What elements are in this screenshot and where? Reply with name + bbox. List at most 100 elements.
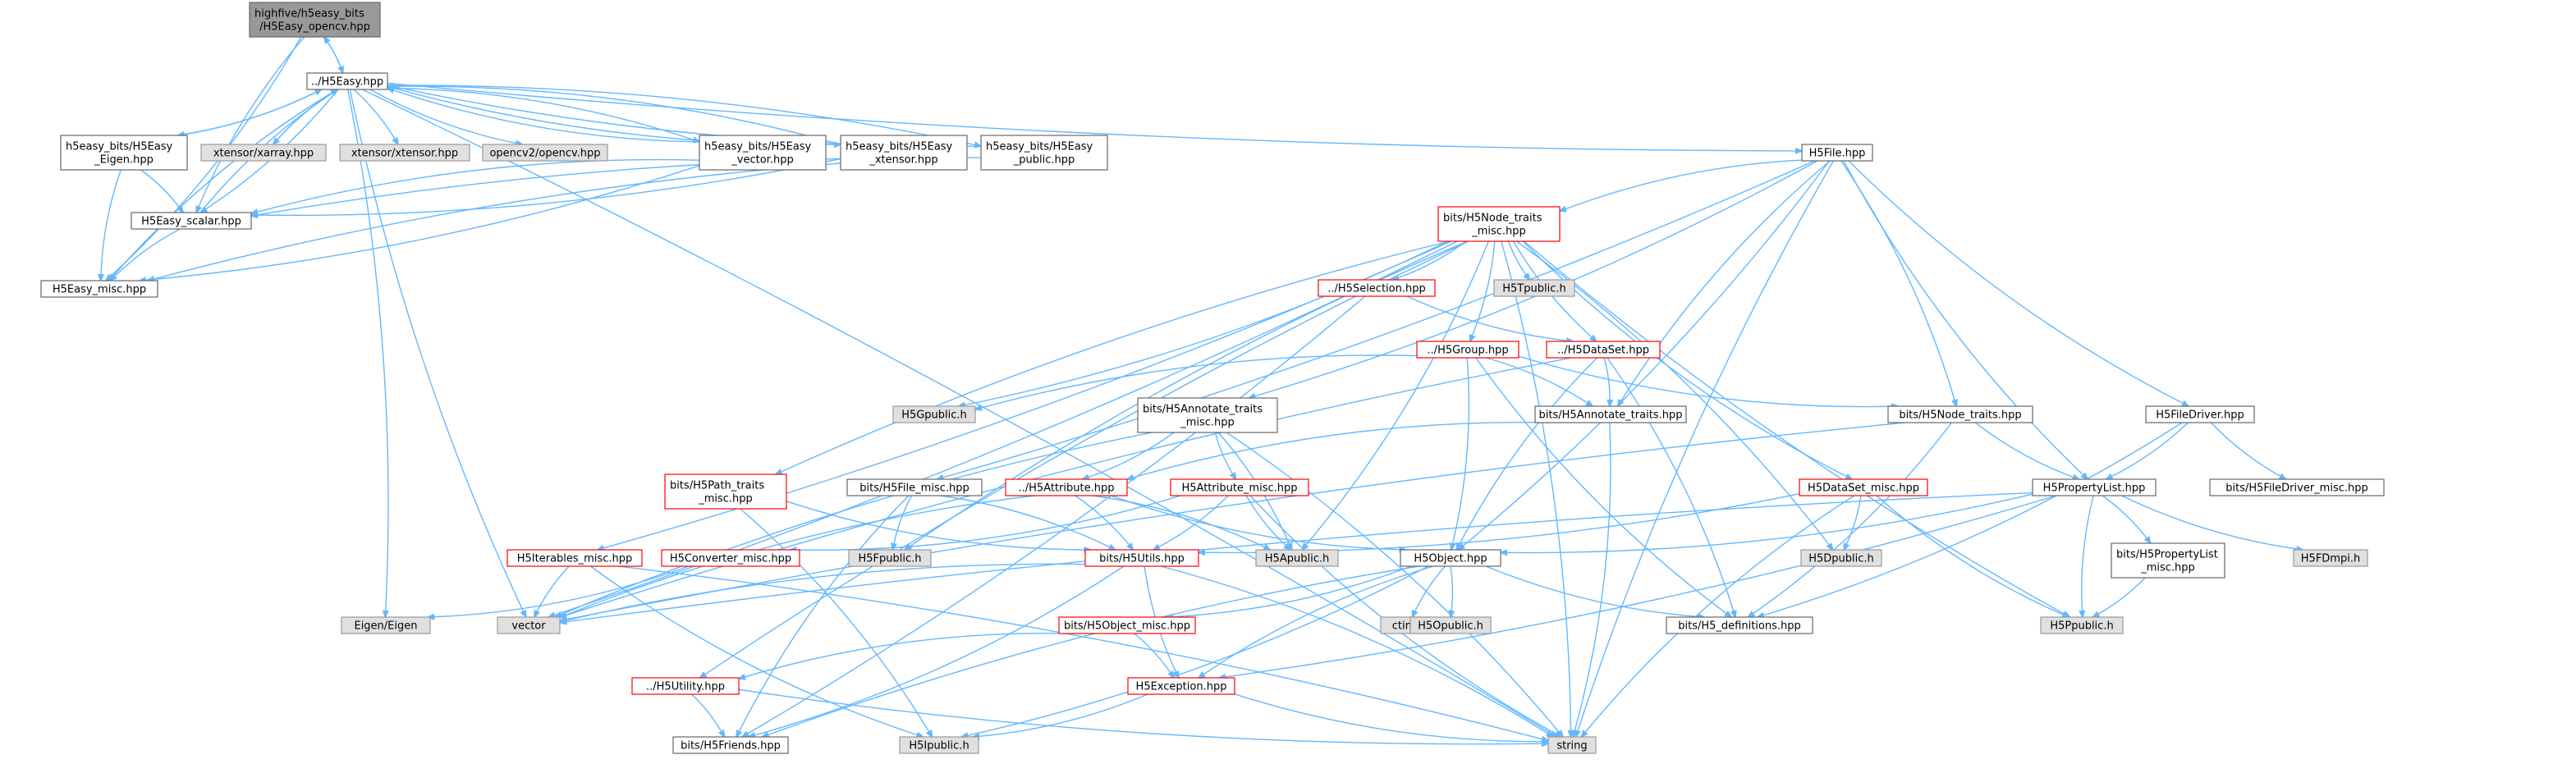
node-attribute-misc[interactable]: H5Attribute_misc.hpp (1170, 478, 1309, 496)
node-scalar[interactable]: H5Easy_scalar.hpp (131, 212, 252, 230)
edge-line (1876, 495, 2069, 617)
edge-line (1245, 495, 1290, 550)
node-label: ../H5Attribute.hpp (1019, 483, 1115, 495)
edge-line (1603, 357, 1610, 406)
node-iterables-misc[interactable]: H5Iterables_misc.hpp (506, 549, 643, 567)
node-converter-misc[interactable]: H5Converter_misc.hpp (661, 549, 800, 567)
edge-line (1451, 565, 1453, 617)
edge-line (959, 240, 1449, 406)
edge-attribute-to-vector (560, 495, 1035, 617)
node-definitions[interactable]: bits/H5_definitions.hpp (1666, 616, 1813, 634)
node-gpublic[interactable]: H5Gpublic.h (892, 405, 976, 423)
node-label: H5Attribute_misc.hpp (1181, 483, 1297, 495)
edge-line (1524, 240, 2070, 617)
edge-line (1560, 159, 1803, 211)
edge-line (251, 158, 841, 215)
node-object-misc[interactable]: bits/H5Object_misc.hpp (1058, 616, 1196, 634)
node-box (1800, 549, 1882, 567)
node-h5file[interactable]: H5File.hpp (1801, 144, 1873, 162)
node-box (980, 135, 1108, 171)
node-node-traits[interactable]: bits/H5Node_traits.hpp (1887, 405, 2033, 423)
node-object[interactable]: H5Object.hpp (1400, 549, 1501, 567)
node-box (2111, 542, 2225, 579)
edge-dataset-misc-to-ppublic (1876, 495, 2069, 617)
edge-root-to-misc (106, 36, 302, 281)
node-selection[interactable]: ../H5Selection.hpp (1318, 279, 1436, 297)
node-vector-hpp[interactable]: h5easy_bits/H5Easy_vector.hpp (699, 135, 827, 171)
node-label: _misc.hpp (1180, 417, 1235, 429)
node-xtensor[interactable]: xtensor/xtensor.hpp (339, 144, 470, 162)
edge-line (1507, 240, 1530, 280)
edge-line (975, 355, 1418, 409)
node-eigen[interactable]: Eigen/Eigen (341, 616, 431, 634)
node-label: bits/H5Node_traits (1443, 213, 1542, 225)
edge-line (1199, 565, 1434, 678)
edge-proplist-to-fdmpi (2121, 495, 2303, 550)
node-filedriver[interactable]: H5FileDriver.hpp (2145, 405, 2255, 423)
edge-object-to-object-misc (1167, 565, 1412, 617)
node-box (672, 736, 789, 754)
node-xtensor-hpp[interactable]: h5easy_bits/H5Easy_xtensor.hpp (840, 135, 968, 171)
node-h5easy[interactable]: ../H5Easy.hpp (306, 72, 388, 90)
node-group[interactable]: ../H5Group.hpp (1416, 341, 1519, 359)
node-box (306, 72, 388, 90)
node-opublic[interactable]: H5Opublic.h (1409, 616, 1492, 634)
edge-annot-misc-to-attribute (1083, 432, 1175, 479)
node-annot[interactable]: bits/H5Annotate_traits.hpp (1534, 405, 1687, 423)
edge-utility-to-string (738, 689, 1548, 743)
node-opencv[interactable]: opencv2/opencv.hpp (482, 144, 608, 162)
node-label: _xtensor.hpp (869, 154, 937, 167)
node-label: opencv2/opencv.hpp (489, 148, 600, 160)
edge-line (548, 240, 1458, 617)
edge-annot-misc-to-string (1226, 432, 1563, 737)
node-vector[interactable]: vector (497, 616, 561, 634)
edge-object-misc-to-utility (739, 633, 1068, 679)
node-annot-misc[interactable]: bits/H5Annotate_traits_misc.hpp (1137, 397, 1278, 433)
node-fpublic[interactable]: H5Fpublic.h (848, 549, 932, 567)
edge-group-to-node-traits (1518, 355, 1898, 406)
node-box (1547, 736, 1597, 754)
node-misc[interactable]: H5Easy_misc.hpp (40, 280, 158, 298)
edge-scalar-to-misc (111, 228, 181, 281)
node-label: h5easy_bits/H5Easy (704, 141, 812, 153)
node-filedriver-misc[interactable]: bits/H5FileDriver_misc.hpp (2209, 478, 2385, 496)
node-xarray[interactable]: xtensor/xarray.hpp (200, 144, 327, 162)
node-path-traits-misc[interactable]: bits/H5Path_traits_misc.hpp (664, 473, 787, 510)
edge-line (763, 565, 1419, 737)
node-node-traits-misc[interactable]: bits/H5Node_traits_misc.hpp (1437, 206, 1561, 242)
node-proplist-misc[interactable]: bits/H5PropertyList_misc.hpp (2111, 542, 2225, 579)
node-apublic[interactable]: H5Apublic.h (1255, 549, 1339, 567)
node-fdmpi[interactable]: H5FDmpi.h (2293, 549, 2368, 567)
node-dataset-misc[interactable]: H5DataSet_misc.hpp (1799, 478, 1928, 496)
node-exception[interactable]: H5Exception.hpp (1127, 677, 1235, 695)
node-proplist[interactable]: H5PropertyList.hpp (2032, 478, 2157, 496)
node-friends[interactable]: bits/H5Friends.hpp (672, 736, 789, 754)
edge-line (111, 228, 181, 281)
node-dpublic[interactable]: H5Dpublic.h (1800, 549, 1882, 567)
node-eigen-hpp[interactable]: h5easy_bits/H5Easy_Eigen.hpp (60, 135, 188, 171)
edge-line (2102, 495, 2151, 543)
node-label: bits/H5Path_traits (670, 480, 764, 492)
node-attribute[interactable]: ../H5Attribute.hpp (1005, 478, 1128, 496)
node-file-misc[interactable]: bits/H5File_misc.hpp (846, 478, 983, 496)
node-label: H5Dpublic.h (1808, 553, 1874, 565)
node-root[interactable]: highfive/h5easy_bits/H5Easy_opencv.hpp (249, 2, 381, 38)
node-ppublic[interactable]: H5Ppublic.h (2040, 616, 2124, 634)
edge-line (347, 89, 388, 617)
node-label: bits/H5PropertyList (2116, 549, 2218, 561)
edge-line (1406, 295, 1573, 341)
edge-dataset-to-object (1456, 357, 1598, 550)
node-ipublic[interactable]: H5Ipublic.h (899, 736, 979, 754)
edge-exception-to-ipublic (973, 693, 1148, 737)
node-box (1409, 616, 1492, 634)
edge-group-to-gpublic (975, 355, 1418, 409)
node-utility[interactable]: ../H5Utility.hpp (631, 677, 740, 695)
node-dataset[interactable]: ../H5DataSet.hpp (1546, 341, 1661, 359)
node-tpublic[interactable]: H5Tpublic.h (1493, 279, 1575, 297)
node-label: /H5Easy_opencv.hpp (259, 21, 370, 34)
node-utils[interactable]: bits/H5Utils.hpp (1084, 549, 1199, 567)
edge-line (534, 565, 570, 617)
node-string[interactable]: string (1547, 736, 1597, 754)
node-public-hpp[interactable]: h5easy_bits/H5Easy_public.hpp (980, 135, 1108, 171)
edge-line (2106, 422, 2189, 479)
